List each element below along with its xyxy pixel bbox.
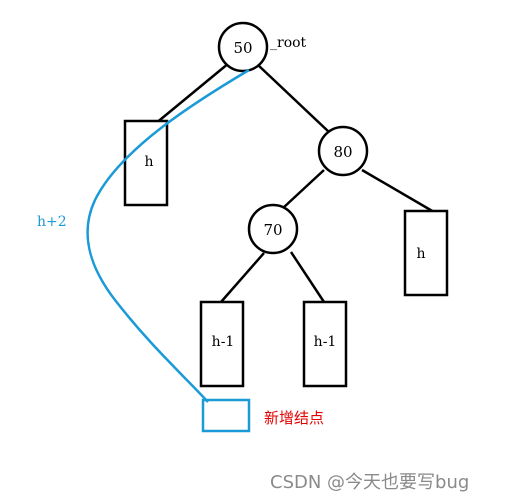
node-circle-80: [317, 125, 369, 177]
csdn-watermark: CSDN @今天也要写bug: [270, 472, 469, 493]
root-pointer-label: _root: [270, 35, 307, 51]
tree-edges: [154, 62, 435, 303]
height-highlight-curve: [86, 68, 250, 403]
subtree-box-right-of-80: [403, 209, 449, 297]
node-label-80: 80: [333, 143, 352, 161]
edge-80-right-subtree: [361, 168, 435, 214]
new-node-label: 新增结点: [264, 409, 324, 427]
edge-50-80: [257, 64, 331, 134]
node-circle-50: [217, 21, 269, 73]
edge-80-70: [282, 169, 325, 209]
subtree-box-right-of-70: [302, 300, 348, 388]
edge-50-left-subtree: [154, 62, 230, 125]
subtree-box-left-of-50: [123, 119, 169, 207]
subtree-box-left-of-70: [199, 300, 245, 388]
node-label-70: 70: [263, 221, 282, 239]
height-annotation: h+2: [37, 214, 67, 230]
new-node-box: [201, 398, 251, 433]
node-label-50: 50: [233, 39, 252, 57]
subtree-label-left-of-70: h-1: [212, 334, 235, 350]
node-circle-70: [247, 203, 299, 255]
edge-70-left-subtree: [220, 252, 265, 303]
subtree-label-right-of-70: h-1: [314, 334, 337, 350]
edge-70-right-subtree: [289, 251, 326, 303]
subtree-label-right-of-80: h: [416, 246, 425, 262]
subtree-label-left-of-50: h: [144, 154, 153, 170]
